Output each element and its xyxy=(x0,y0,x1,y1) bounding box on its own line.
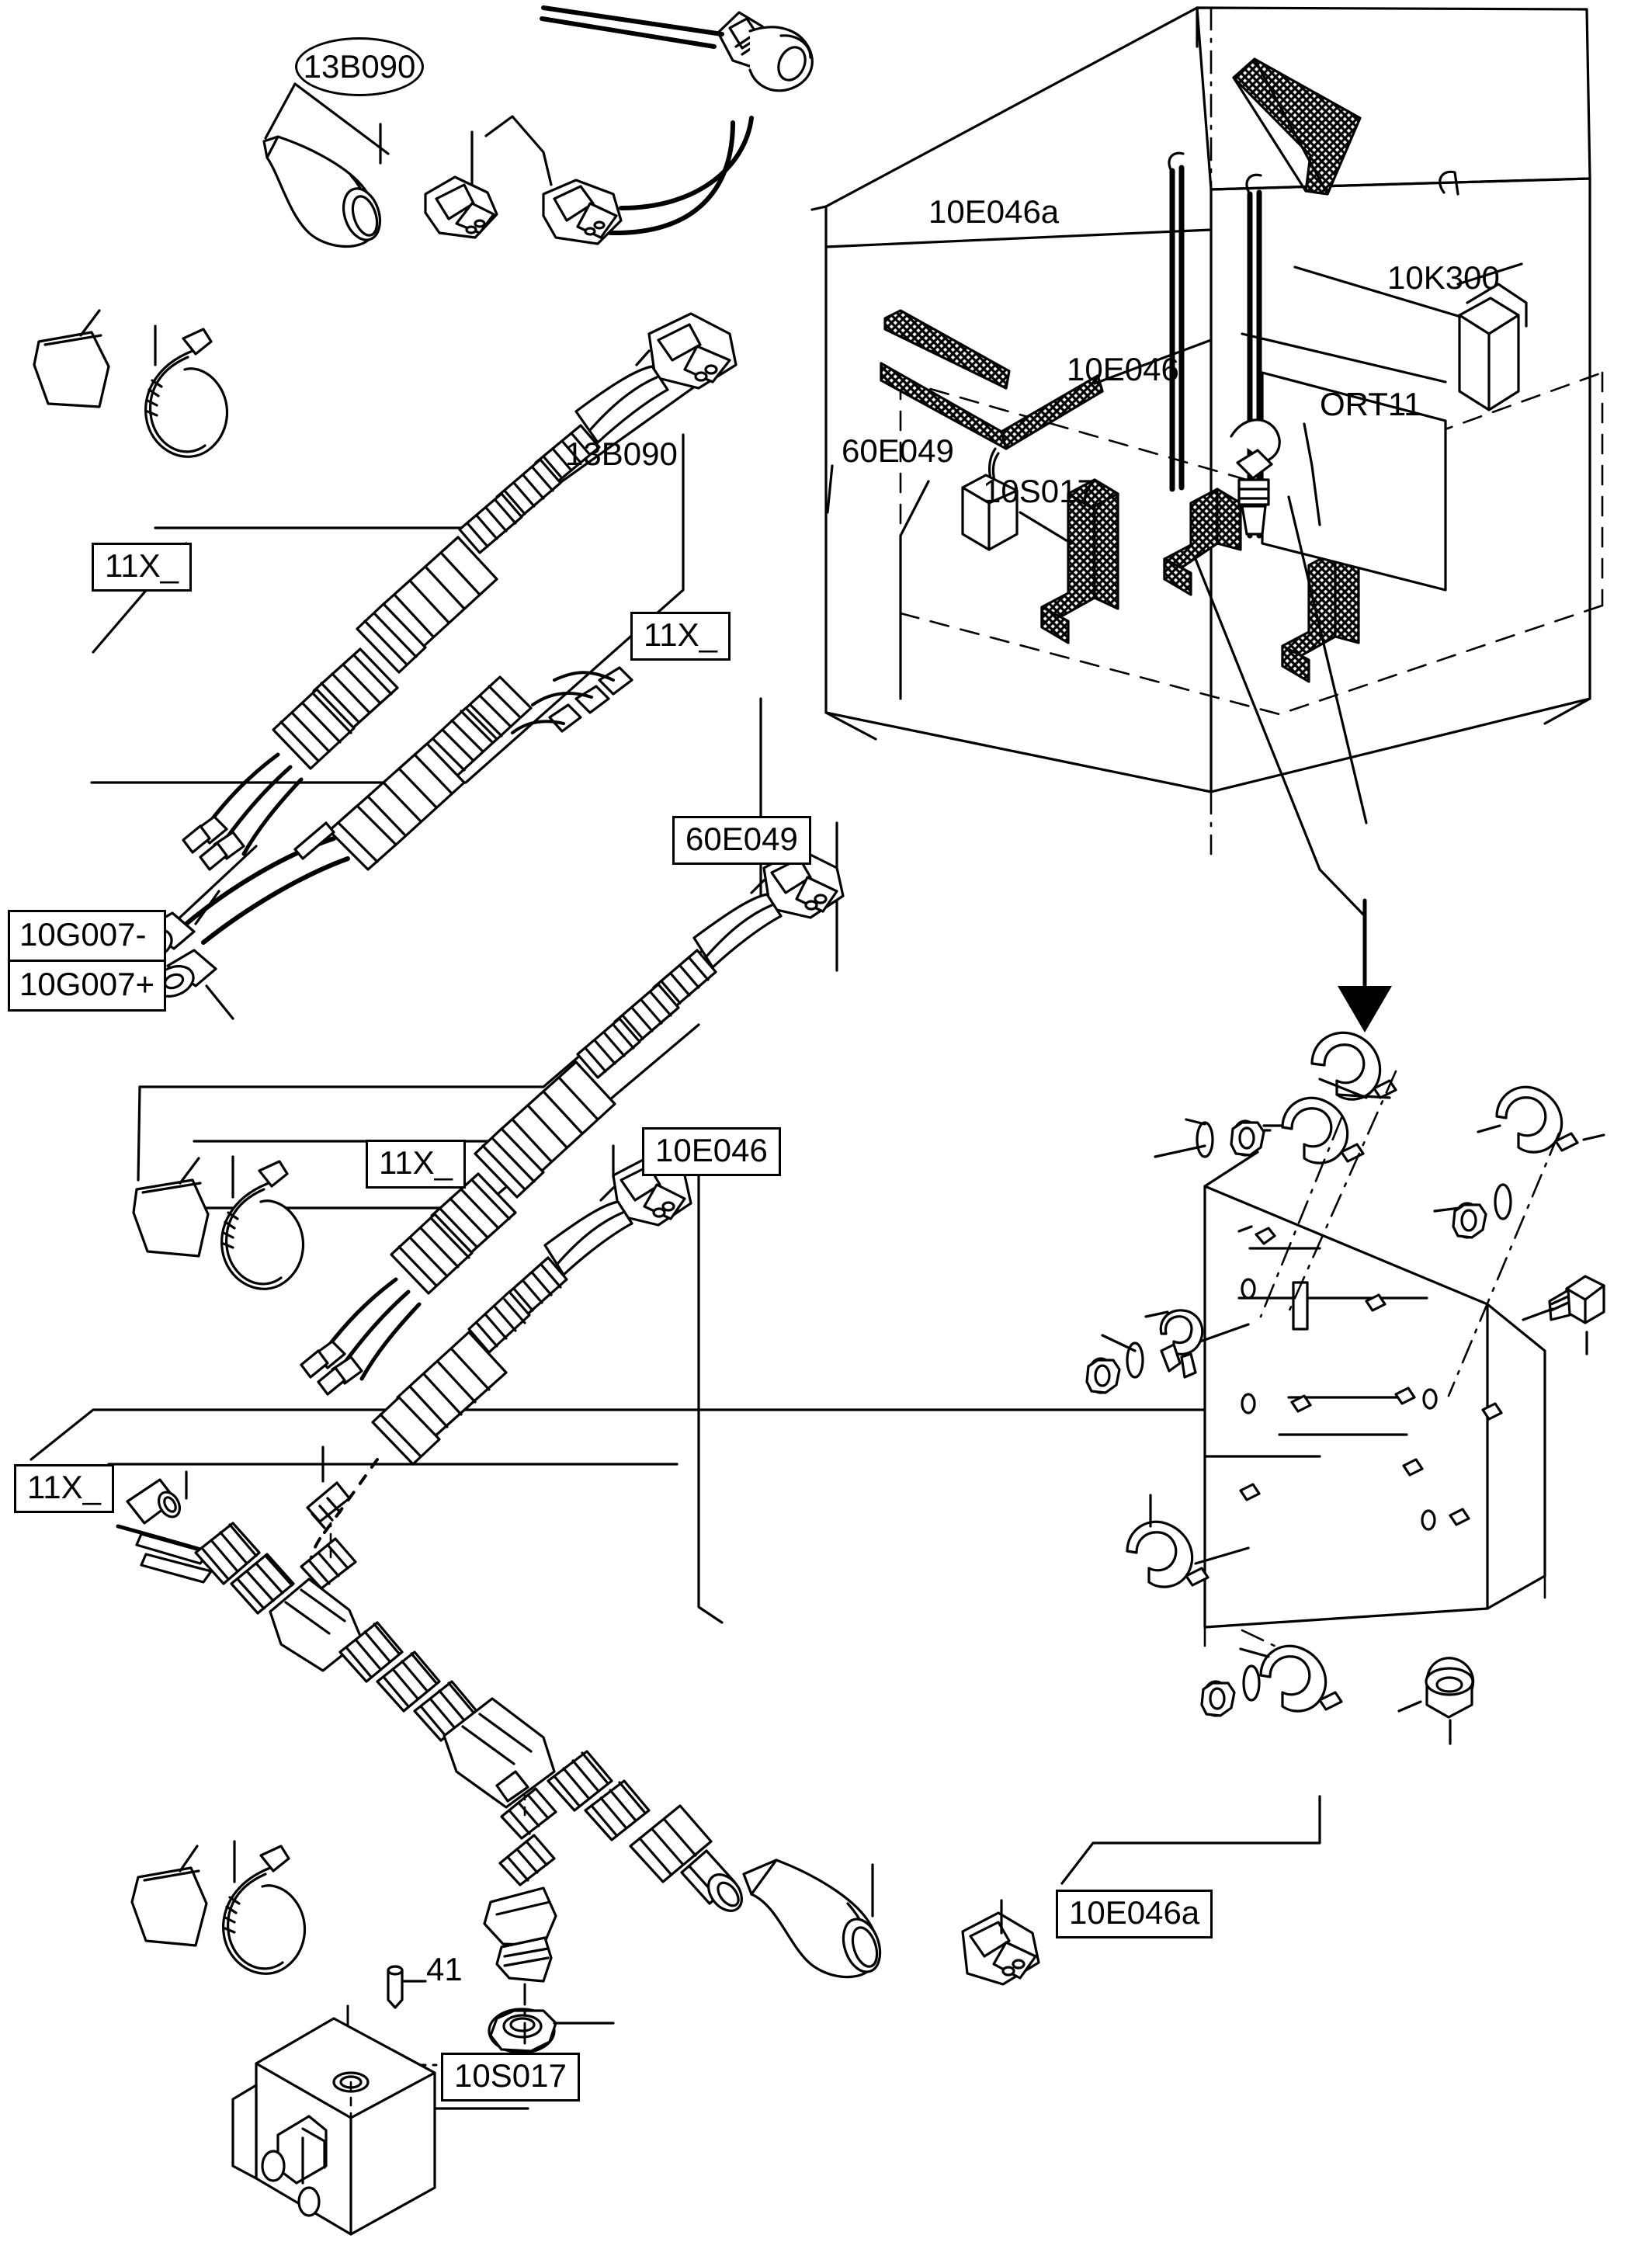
callout-11x-d-text: 11X_ xyxy=(27,1469,101,1505)
callout-10s017-top-text: 10S017 xyxy=(983,473,1095,509)
callout-10e046-top: 10E046 xyxy=(1067,353,1179,386)
callout-41: 41 xyxy=(426,1953,463,1986)
callout-10s017-top: 10S017 xyxy=(983,475,1095,508)
callout-10e046-top-text: 10E046 xyxy=(1067,351,1179,387)
callout-10e046a-top-text: 10E046a xyxy=(928,193,1060,230)
callout-10e046a-top: 10E046a xyxy=(928,196,1059,228)
callout-11x-b-text: 11X_ xyxy=(644,616,717,653)
callout-11x-b: 11X_ xyxy=(630,612,731,661)
callout-11x-a: 11X_ xyxy=(92,543,192,592)
callout-11x-d: 11X_ xyxy=(14,1464,114,1513)
callout-ort11-text: ORT11 xyxy=(1320,386,1422,422)
callout-10g007-minus: 10G007- xyxy=(19,916,147,953)
group-11x-upper xyxy=(33,309,738,871)
callout-60e049-text: 60E049 xyxy=(685,821,798,857)
callout-10g007-stack: 10G007- 10G007+ xyxy=(8,910,166,1012)
callout-41-text: 41 xyxy=(426,1951,463,1987)
callout-10s017-bottom-text: 10S017 xyxy=(454,2057,567,2094)
callout-10e046: 10E046 xyxy=(642,1127,781,1176)
callout-60e049-top-text: 60E049 xyxy=(842,432,954,469)
callout-oval-13b090-text: 13B090 xyxy=(303,48,416,85)
callout-10s017-bottom: 10S017 xyxy=(441,2053,580,2102)
callout-10k300: 10K300 xyxy=(1387,262,1500,294)
group-main-harness xyxy=(116,1446,1321,2236)
group-60e049-harness xyxy=(132,821,845,1396)
callout-10k300-text: 10K300 xyxy=(1387,259,1500,296)
group-cabinet xyxy=(810,6,1604,1033)
callout-10g007-plus: 10G007+ xyxy=(10,960,164,1009)
callout-60e049: 60E049 xyxy=(672,816,811,865)
group-mount-plate xyxy=(1085,1031,1605,1745)
group-13b090-top xyxy=(262,5,814,248)
callout-60e049-top: 60E049 xyxy=(842,435,954,467)
callout-13b090-lower-text: 13B090 xyxy=(565,436,678,472)
callout-ort11: ORT11 xyxy=(1320,388,1422,421)
callout-10e046a-text: 10E046a xyxy=(1069,1894,1200,1931)
group-10e046-harness xyxy=(30,1144,1213,1624)
callout-11x-c: 11X_ xyxy=(366,1140,466,1189)
callout-10e046-text: 10E046 xyxy=(655,1132,768,1168)
callout-11x-c-text: 11X_ xyxy=(379,1144,453,1181)
callout-11x-a-text: 11X_ xyxy=(105,547,179,584)
callout-13b090-lower: 13B090 xyxy=(565,438,678,470)
callout-10e046a: 10E046a xyxy=(1056,1890,1213,1938)
callout-oval-13b090: 13B090 xyxy=(295,37,424,96)
